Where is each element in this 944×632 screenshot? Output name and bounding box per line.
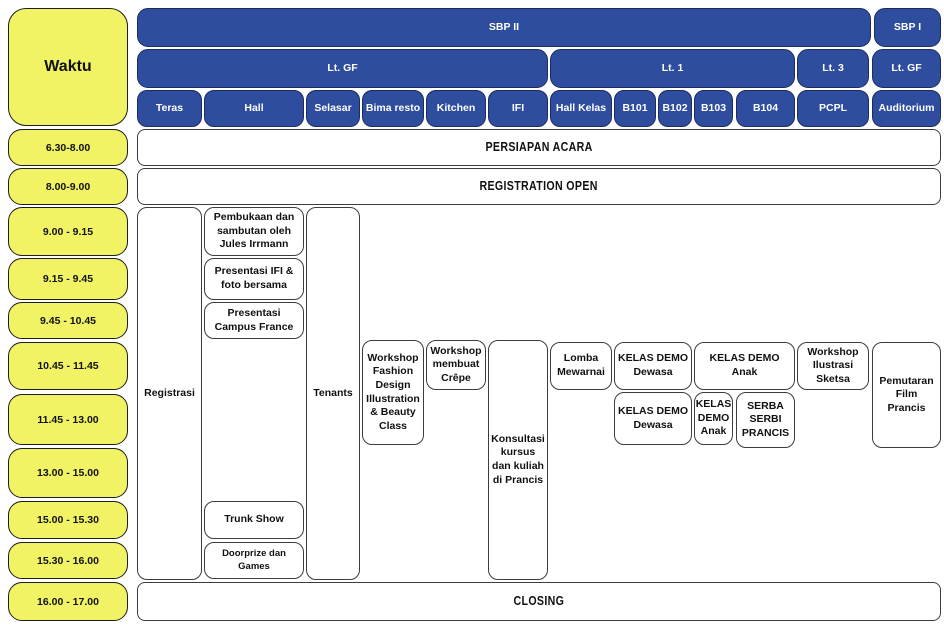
event-closing: CLOSING	[137, 582, 941, 621]
event-label: PERSIAPAN ACARA	[485, 140, 593, 155]
room-header-kitchen: Kitchen	[426, 90, 486, 127]
event-lomba-mewarnai: Lomba Mewarnai	[550, 342, 612, 390]
room-header-hall-kelas: Hall Kelas	[550, 90, 612, 127]
room-header-b101: B101	[614, 90, 656, 127]
room-header-b103: B103	[694, 90, 733, 127]
floor-header-lt-3: Lt. 3	[797, 49, 869, 88]
event-kelas-demo-anak-2: KELAS DEMO Anak	[694, 392, 733, 445]
floor-header-lt-1: Lt. 1	[550, 49, 795, 88]
event-presentasi-ifi: Presentasi IFI & foto bersama	[204, 258, 304, 300]
event-doorprize: Doorprize dan Games	[204, 542, 304, 579]
time-slot: 16.00 - 17.00	[8, 582, 128, 621]
room-header-teras: Teras	[137, 90, 202, 127]
room-header-bima-resto: Bima resto	[362, 90, 424, 127]
room-header-hall: Hall	[204, 90, 304, 127]
event-workshop-ilustrasi: Workshop Ilustrasi Sketsa	[797, 342, 869, 390]
event-presentasi-campus-france: Presentasi Campus France	[204, 302, 304, 339]
event-workshop-fashion: Workshop Fashion Design Illustration & B…	[362, 340, 424, 445]
time-slot: 15.00 - 15.30	[8, 501, 128, 539]
time-slot: 9.15 - 9.45	[8, 258, 128, 300]
time-slot: 9.45 - 10.45	[8, 302, 128, 339]
floor-header-lt-gf-left: Lt. GF	[137, 49, 548, 88]
time-slot: 15.30 - 16.00	[8, 542, 128, 579]
event-kelas-demo-dewasa-1: KELAS DEMO Dewasa	[614, 342, 692, 390]
waktu-header: Waktu	[8, 8, 128, 126]
time-slot: 8.00-9.00	[8, 168, 128, 205]
room-header-pcpl: PCPL	[797, 90, 869, 127]
building-header-sbp-i: SBP I	[874, 8, 941, 47]
room-header-b104: B104	[736, 90, 795, 127]
building-header-sbp-ii: SBP II	[137, 8, 871, 47]
event-persiapan-acara: PERSIAPAN ACARA	[137, 129, 941, 166]
event-pembukaan: Pembukaan dan sambutan oleh Jules Irrman…	[204, 207, 304, 256]
event-serba-serbi-prancis: SERBA SERBI PRANCIS	[736, 392, 795, 448]
event-label: CLOSING	[513, 594, 565, 609]
event-kelas-demo-dewasa-2: KELAS DEMO Dewasa	[614, 392, 692, 445]
time-slot: 10.45 - 11.45	[8, 342, 128, 390]
room-header-selasar: Selasar	[306, 90, 360, 127]
event-trunk-show: Trunk Show	[204, 501, 304, 539]
event-pemutaran-film: Pemutaran Film Prancis	[872, 342, 941, 448]
floor-header-lt-gf-right: Lt. GF	[872, 49, 941, 88]
event-registrasi: Registrasi	[137, 207, 202, 580]
event-kelas-demo-anak-1: KELAS DEMO Anak	[694, 342, 795, 390]
room-header-auditorium: Auditorium	[872, 90, 941, 127]
time-slot: 9.00 - 9.15	[8, 207, 128, 256]
room-header-ifi: IFI	[488, 90, 548, 127]
room-header-b102: B102	[658, 90, 692, 127]
time-slot: 6.30-8.00	[8, 129, 128, 166]
event-label: REGISTRATION OPEN	[479, 179, 599, 194]
event-registration-open: REGISTRATION OPEN	[137, 168, 941, 205]
event-workshop-crepe: Workshop membuat Crêpe	[426, 340, 486, 390]
event-konsultasi: Konsultasi kursus dan kuliah di Prancis	[488, 340, 548, 580]
event-tenants: Tenants	[306, 207, 360, 580]
time-slot: 11.45 - 13.00	[8, 394, 128, 445]
time-slot: 13.00 - 15.00	[8, 448, 128, 498]
